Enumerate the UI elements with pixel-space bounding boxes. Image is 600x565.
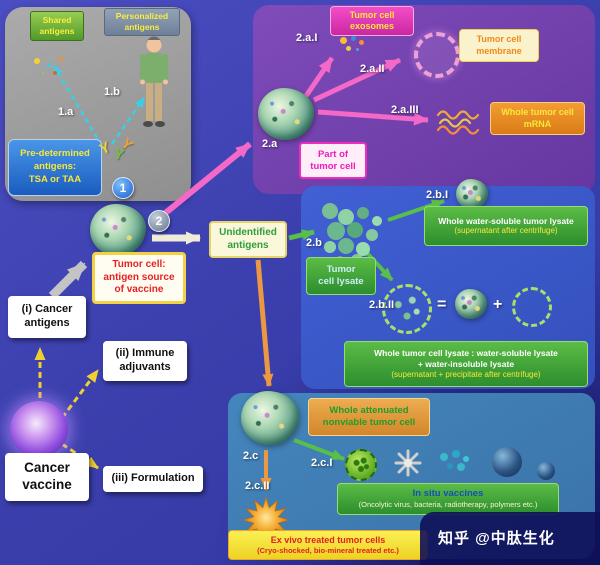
tumor-cell-lysate-icon <box>322 203 338 219</box>
exosomes-text: exosomes <box>349 21 395 31</box>
label-2aIII: 2.a.III <box>391 104 419 116</box>
label-1a: 1.a <box>58 106 74 118</box>
polymer-sphere-icon <box>492 447 522 477</box>
personalized-antigens-text: antigens <box>124 22 160 32</box>
part-of-tumor-cell-label: Part of tumor cell <box>299 142 367 179</box>
cancer-antigens-box: (i) Cancer antigens <box>8 296 86 338</box>
in-situ-text: In situ vaccines <box>412 488 484 500</box>
mrna-text: mRNA <box>523 118 552 129</box>
cancer-vaccine-box: Cancer vaccine <box>5 453 89 501</box>
cancer-antigens-text: (i) Cancer <box>21 303 73 316</box>
tumor-source-text: of vaccine <box>114 284 164 296</box>
tumor-cell-membrane-label: Tumor cell membrane <box>459 29 539 62</box>
tumor-source-text: Tumor cell: <box>112 259 166 271</box>
shared-antigens-label: Shared antigens <box>30 11 84 41</box>
tumor-source-text: antigen source <box>103 271 175 283</box>
part-of-text: tumor cell <box>310 160 356 172</box>
immune-adjuvants-text: (ii) Immune <box>115 347 175 360</box>
plus-sign: + <box>493 296 503 313</box>
soluble-fraction-icon <box>455 289 487 319</box>
whole-lysate-text: Whole tumor cell lysate : water-soluble … <box>374 348 558 359</box>
exosomes-text: Tumor cell <box>349 9 395 20</box>
label-2c: 2.c <box>243 450 259 462</box>
cancer-vaccine-text: vaccine <box>22 477 72 492</box>
insoluble-fraction-icon <box>512 287 552 327</box>
attenuated-text: Whole attenuated <box>329 405 409 417</box>
water-soluble-lysate-icon <box>456 179 488 209</box>
personalized-antigens-text: Personalized <box>115 11 169 22</box>
in-situ-subtext: (Oncolytic virus, bacteria, radiotherapy… <box>358 500 538 510</box>
tumor-cell-icon <box>90 204 146 256</box>
predetermined-text: Pre-determined <box>20 148 90 160</box>
in-situ-vaccines-label: In situ vaccines (Oncolytic virus, bacte… <box>337 483 559 515</box>
polymer-sphere-icon <box>537 462 555 480</box>
unidentified-text: antigens <box>227 239 269 251</box>
shared-antigens-text: antigens <box>39 26 75 36</box>
step-2-badge: 2 <box>148 210 170 232</box>
formulation-text: (iii) Formulation <box>111 472 195 485</box>
antigen-dots-icon <box>34 58 40 64</box>
cancer-vaccine-cell-icon <box>10 401 68 457</box>
water-soluble-lysate-label: Whole water-soluble tumor lysate (supern… <box>424 206 588 246</box>
tumor-cell-lysate-label: Tumor cell lysate <box>306 257 376 295</box>
lysate-text: cell lysate <box>318 276 364 287</box>
whole-lysate-ring-icon <box>382 284 432 334</box>
mrna-icon <box>436 110 480 135</box>
immune-adjuvants-box: (ii) Immune adjuvants <box>103 341 187 381</box>
label-2aII: 2.a.II <box>360 63 385 75</box>
water-soluble-subtext: (supernatant after centrifuge) <box>454 226 558 236</box>
tumor-cell-icon <box>241 391 299 445</box>
equals-sign: = <box>437 296 447 313</box>
cancer-antigens-text: antigens <box>24 317 70 329</box>
whole-lysate-subtext: (supernatant + precipitate after centrif… <box>391 369 541 379</box>
watermark-text: 知乎 @中肽生化 <box>438 530 555 547</box>
ex-vivo-treated-label: Ex vivo treated tumor cells (Cryo-shocke… <box>228 530 428 560</box>
label-2a: 2.a <box>262 138 278 150</box>
attenuated-nonviable-label: Whole attenuated nonviable tumor cell <box>308 398 430 436</box>
arrow-unidentified-to-2c <box>255 259 274 387</box>
attenuated-text: nonviable tumor cell <box>322 417 416 428</box>
radiotherapy-icon <box>394 449 422 477</box>
watermark-backdrop <box>420 512 600 565</box>
arrow-cancer-antigens-to-tumorcell <box>48 260 88 300</box>
personalized-antigens-label: Personalized antigens <box>104 8 180 36</box>
label-1b: 1.b <box>104 86 120 98</box>
cancer-vaccine-text: Cancer <box>24 460 70 476</box>
immune-adjuvants-text: adjuvants <box>119 361 171 373</box>
water-soluble-text: Whole water-soluble tumor lysate <box>438 215 574 226</box>
shared-antigens-text: Shared <box>42 15 72 26</box>
arrow-vaccine-to-adjuvants <box>60 369 100 419</box>
person-icon <box>140 36 168 127</box>
lysate-text: Tumor <box>326 264 356 276</box>
label-2cII: 2.c.II <box>245 480 270 492</box>
label-2cI: 2.c.I <box>311 457 333 469</box>
label-2bII: 2.b.II <box>369 299 395 311</box>
label-2bI: 2.b.I <box>426 189 449 201</box>
membrane-text: Tumor cell <box>476 34 522 45</box>
unidentified-antigens-label: Unidentified antigens <box>209 221 287 258</box>
tumor-cell-exosomes-label: Tumor cell exosomes <box>330 6 414 36</box>
mrna-text: Whole tumor cell <box>501 107 574 118</box>
step-1-badge: 1 <box>112 177 134 199</box>
label-2b: 2.b <box>306 237 322 249</box>
whole-tumor-cell-mrna-label: Whole tumor cell mRNA <box>490 102 585 135</box>
part-of-text: Part of <box>317 148 349 160</box>
tumor-cell-source-label: Tumor cell: antigen source of vaccine <box>92 252 186 304</box>
bacteria-particles-icon <box>440 453 448 461</box>
formulation-box: (iii) Formulation <box>103 466 203 492</box>
whole-lysate-text: + water-insoluble lysate <box>417 359 515 369</box>
exosome-icon <box>340 37 347 44</box>
oncolytic-virus-icon <box>345 449 377 481</box>
predetermined-antigens-label: Pre-determined antigens: TSA or TAA <box>8 139 102 196</box>
cell-membrane-icon <box>414 32 460 78</box>
membrane-text: membrane <box>476 45 522 56</box>
predetermined-text: antigens: <box>33 161 77 173</box>
predetermined-text: TSA or TAA <box>28 173 82 185</box>
label-2aI: 2.a.I <box>296 32 318 44</box>
whole-tumor-lysate-label: Whole tumor cell lysate : water-soluble … <box>344 341 588 387</box>
unidentified-text: Unidentified <box>219 227 277 238</box>
ex-vivo-subtext: (Cryo-shocked, bio-mineral treated etc.) <box>257 545 399 555</box>
ex-vivo-text: Ex vivo treated tumor cells <box>270 534 386 545</box>
tumor-cell-icon <box>258 88 314 140</box>
